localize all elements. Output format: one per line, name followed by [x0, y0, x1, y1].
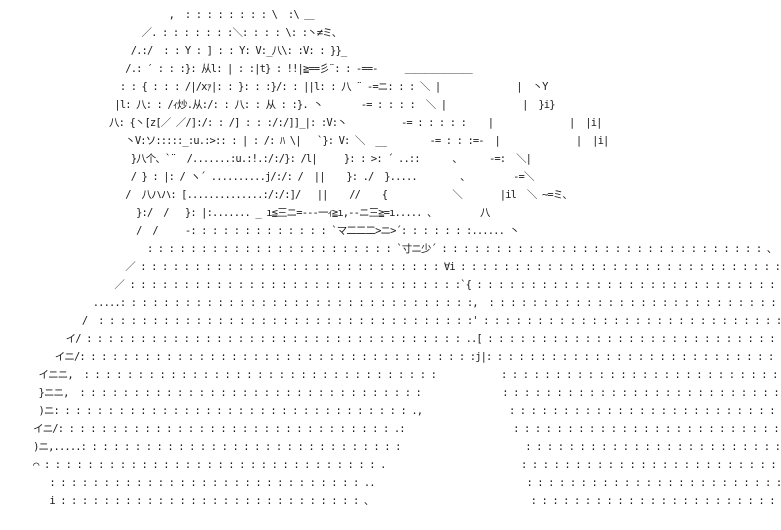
ascii-art-line: )ニ,.....: : : : : : : : : : : : : : : : … [33, 441, 781, 453]
ascii-art-line: / } : |: / ヽ´ ..........j/:/: / || }: ./… [6, 171, 535, 183]
ascii-art-line: : : : : : : : : : : : : : : : : : : : : … [6, 243, 777, 255]
ascii-art-line: 八: {丶[z[／ ／/]:/: : /] : : :/:/]]_|: :V:丶… [6, 117, 602, 129]
ascii-art-line: / 八ハハ: [..............:/:/:]/ || // { ＼ … [6, 189, 573, 201]
ascii-art-line: }八个、`¨ /.......:u.:!.:/:/}: /l| }: : >: … [6, 153, 532, 165]
ascii-art-line: 丶V:ソ:::::_:u.:>:: : | : /: ﾊ \| `}: V: ＼… [6, 135, 609, 147]
ascii-art-line: ／ : : : : : : : : : : : : : : : : : : : … [6, 279, 781, 291]
ascii-art-line: : : : : : : : : : : : : : : : : : : : : … [6, 477, 781, 489]
ascii-art-line: / : : : : : : : : : : : : : : : : : : : … [81, 315, 781, 327]
ascii-art-line: }ニニ, : : : : : : : : : : : : : : : : : :… [38, 387, 780, 399]
ascii-art-line: : : { : : : /|/xｧ|: : }: : :}/: : ||l: :… [6, 81, 549, 93]
ascii-art-line: /.:/ : : Y : ] : : Y: V:_八\: :V: : }}_ [6, 45, 348, 57]
ascii-art-line: ／ : : : : : : : : : : : : : : : : : : : … [6, 261, 781, 273]
ascii-art-line: イ/ : : : : : : : : : : : : : : : : : : :… [65, 333, 781, 345]
ascii-art-line: イニ/: : : : : : : : : : : : : : : : : : :… [54, 351, 781, 363]
ascii-art-line: }:/ / }: |:....... _ ı≦三ニ=---一ｨ≧ı,--ニ三≧=… [6, 207, 490, 219]
ascii-art-line: イニニ, : : : : : : : : : : : : : : : : : :… [38, 369, 779, 381]
ascii-art-line: |l: 八: : /ｨ炒.从:/: : 八: : 从 : :}. 丶 -= : … [6, 99, 555, 111]
ascii-art-line: /.: ′ : : :}: 从l: | : :|t} : !!|≧==彡¨: :… [6, 63, 473, 75]
ascii-art-line: .....: : : : : : : : : : : : : : : : : :… [92, 297, 777, 309]
ascii-art-line: ／. : : : : : : :＼: : : : \: :丶≠ミ、 [6, 27, 343, 39]
ascii-art-line: / / -: : : : : : : : : : : : : `マ二二二>ニ>´… [6, 225, 520, 237]
ascii-art-line: i : : : : : : : : : : : : : : : : : : : … [49, 495, 781, 507]
ascii-art-line: イニ/: : : : : : : : : : : : : : : : : : :… [33, 423, 780, 435]
ascii-art-line: ⌒ : : : : : : : : : : : : : : : : : : : … [33, 459, 777, 471]
ascii-art-line: , : : : : : : : : \ :\ ＿ [6, 9, 315, 21]
ascii-art-line: )ニ: : : : : : : : : : : : : : : : : : : … [38, 405, 781, 417]
